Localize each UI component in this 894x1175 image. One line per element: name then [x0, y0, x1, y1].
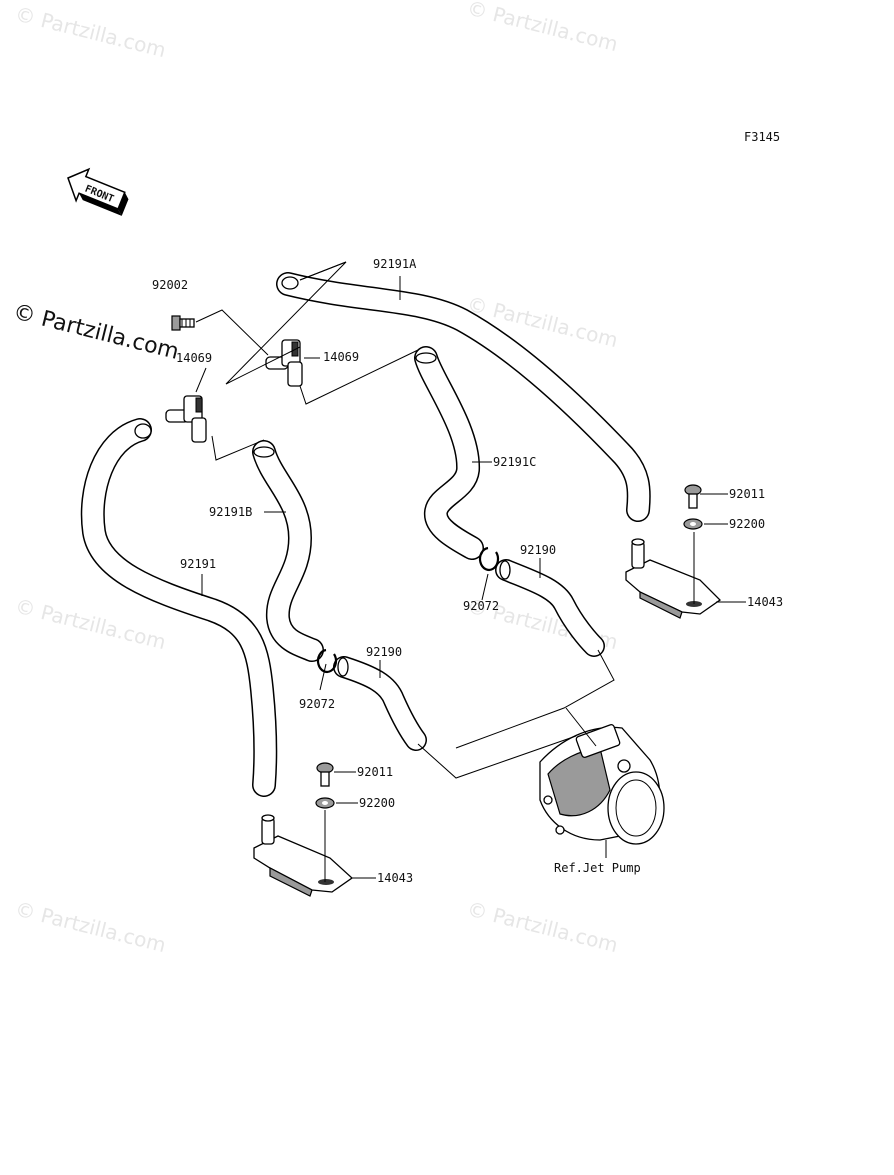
washer-92200-left[interactable] — [315, 797, 335, 809]
bolt-92011-left[interactable] — [316, 762, 334, 787]
clamp-92072-left[interactable] — [316, 648, 338, 673]
part-label-92072-right[interactable]: 92072 — [463, 599, 499, 613]
watermark-text: © Partzilla.com — [13, 594, 169, 655]
part-label-92002[interactable]: 92002 — [152, 278, 188, 292]
watermark-text: © Partzilla.com — [13, 897, 169, 958]
watermark-text: © Partzilla.com — [465, 0, 621, 56]
joint-14069-top[interactable] — [265, 339, 303, 387]
hose-92191a[interactable] — [276, 272, 651, 522]
watermark-main-text: © Partzilla.com — [11, 300, 182, 365]
part-label-92191b[interactable]: 92191B — [209, 505, 252, 519]
bracket-14043-right[interactable] — [625, 538, 722, 619]
part-label-92200-right[interactable]: 92200 — [729, 517, 765, 531]
part-label-92191c[interactable]: 92191C — [493, 455, 536, 469]
hose-92190-right[interactable] — [495, 559, 605, 657]
part-label-14069-left[interactable]: 14069 — [176, 351, 212, 365]
washer-92200-right[interactable] — [683, 518, 703, 530]
part-label-92191a[interactable]: 92191A — [373, 257, 417, 271]
bracket-14043-left[interactable] — [253, 814, 354, 897]
part-label-14043-right[interactable]: 14043 — [747, 595, 783, 609]
jet-pump-reference — [539, 724, 665, 845]
watermark-text: © Partzilla.com — [465, 897, 621, 958]
part-label-92011-right[interactable]: 92011 — [729, 487, 765, 501]
part-label-92011-left[interactable]: 92011 — [357, 765, 393, 779]
front-arrow-icon: FRONT — [67, 167, 129, 216]
figure-code: F3145 — [744, 130, 780, 144]
hose-92191b[interactable] — [252, 440, 324, 662]
screw-92002[interactable] — [171, 315, 195, 331]
part-label-92190-left[interactable]: 92190 — [366, 645, 402, 659]
clamp-92072-right[interactable] — [478, 546, 500, 571]
watermark-text: © Partzilla.com — [13, 2, 169, 63]
watermark-main: © Partzilla.com — [11, 300, 182, 365]
hose-92191[interactable] — [80, 418, 278, 797]
part-label-92190-right[interactable]: 92190 — [520, 543, 556, 557]
part-label-92200-left[interactable]: 92200 — [359, 796, 395, 810]
joint-14069-left[interactable] — [165, 395, 207, 443]
part-label-14069-top[interactable]: 14069 — [323, 350, 359, 364]
ref-jet-pump-label: Ref.Jet Pump — [554, 861, 641, 875]
hose-92190-left[interactable] — [333, 656, 427, 751]
part-label-92072-left[interactable]: 92072 — [299, 697, 335, 711]
hose-92191c[interactable] — [414, 346, 484, 560]
leader-lines — [195, 261, 746, 882]
part-label-14043-left[interactable]: 14043 — [377, 871, 413, 885]
bolt-92011-right[interactable] — [684, 484, 702, 509]
part-label-92191[interactable]: 92191 — [180, 557, 216, 571]
